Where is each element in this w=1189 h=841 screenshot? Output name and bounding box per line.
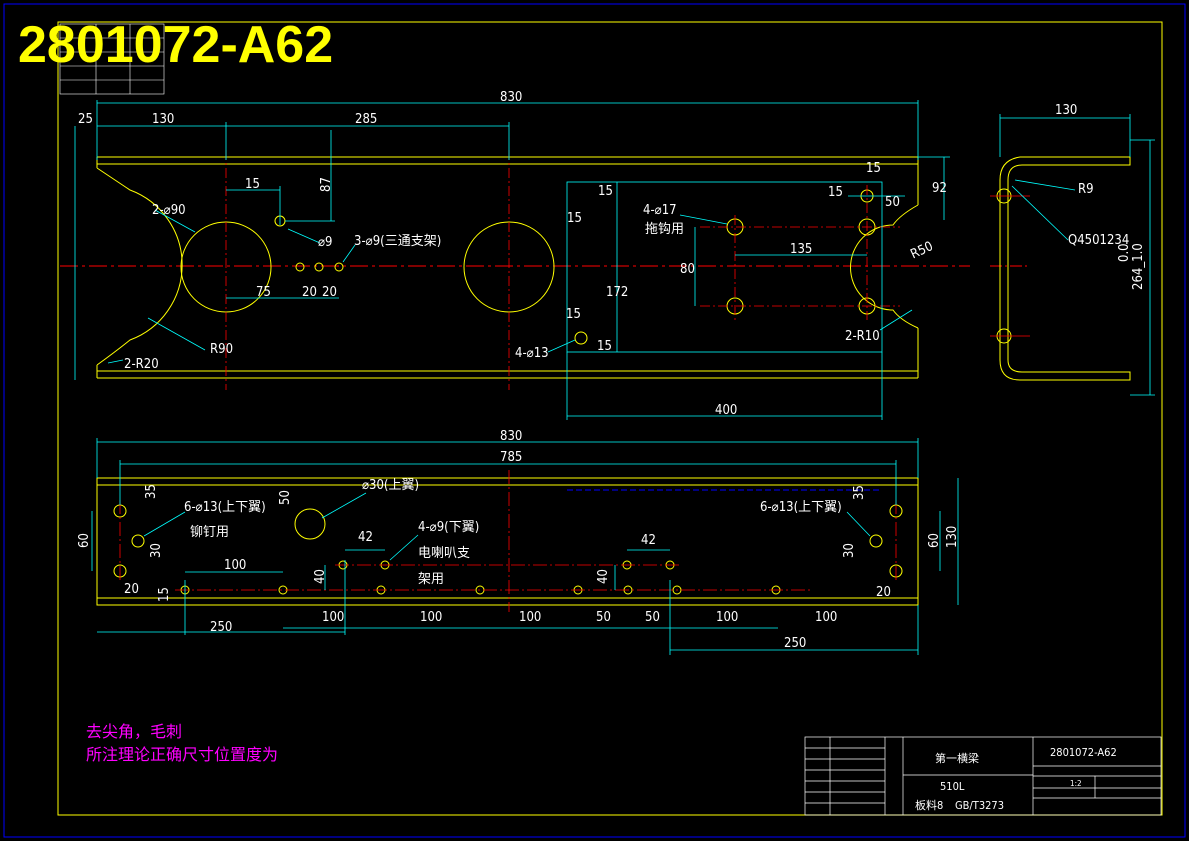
dim-bottom-20a: 20	[124, 582, 139, 597]
dim-bottom-100a: 100	[224, 558, 246, 573]
dim-top-172: 172	[606, 285, 628, 300]
dim-top-15c: 15	[567, 211, 582, 226]
label-r10: 2-R10	[845, 329, 880, 344]
side-view: 130 R9 Q4501234 264_1.0 0.0	[990, 103, 1155, 396]
dim-bottom-130: 130	[945, 526, 960, 548]
dim-top-92: 92	[932, 181, 947, 196]
dim-top-400: 400	[715, 403, 737, 418]
dim-bottom-15: 15	[157, 587, 172, 602]
title-material: 板料8	[915, 798, 943, 812]
label-holes17: 4-⌀17	[643, 203, 677, 218]
outer-frame	[3, 3, 1186, 838]
dim-bottom-60b: 60	[927, 533, 942, 548]
dim-bottom-42b: 42	[641, 533, 656, 548]
label-r50: R50	[908, 239, 935, 262]
dim-bottom-250a: 250	[210, 620, 232, 635]
label-bottom-h30: ⌀30(上翼)	[362, 478, 419, 493]
label-side-r9: R9	[1078, 182, 1094, 197]
label-bottom-horn1: 电喇叭支	[418, 546, 470, 561]
dim-bottom-830: 830	[500, 429, 522, 444]
top-view: 830 25 130 285 15 87 75 20 20 15 15 15 1…	[60, 90, 970, 420]
dim-top-130: 130	[152, 112, 174, 127]
label-hole9: ⌀9	[318, 235, 332, 250]
label-big-holes: 2-⌀90	[152, 203, 186, 218]
note-line-2: 所注理论正确尺寸位置度为	[86, 745, 278, 764]
dim-bottom-35a: 35	[144, 484, 159, 499]
dim-bottom-b50-1: 50	[596, 610, 611, 625]
label-tow-use: 拖钩用	[645, 222, 684, 237]
label-bottom-horn2: 架用	[418, 572, 444, 587]
title-part-name: 第一横梁	[935, 751, 979, 765]
dim-bottom-35b: 35	[852, 485, 867, 500]
dim-bottom-785: 785	[500, 450, 522, 465]
dim-top-15d: 15	[566, 307, 581, 322]
label-bottom-rivet: 铆钉用	[190, 525, 229, 540]
notes: 去尖角，毛刺 所注理论正确尺寸位置度为	[86, 722, 278, 764]
dim-bottom-b100-1: 100	[322, 610, 344, 625]
label-bottom-h13-right: 6-⌀13(上下翼)	[760, 500, 842, 515]
dim-top-80: 80	[680, 262, 695, 277]
note-line-1: 去尖角，毛刺	[86, 722, 182, 741]
dim-bottom-b100-4: 100	[716, 610, 738, 625]
dim-side-130: 130	[1055, 103, 1077, 118]
dim-top-135: 135	[790, 242, 812, 257]
dim-bottom-b100-2: 100	[420, 610, 442, 625]
drawing-number-title: 2801072-A62	[18, 16, 333, 74]
dim-top-20b: 20	[322, 285, 337, 300]
title-quantity: 510L	[940, 780, 965, 793]
dim-side-tol: 0.0	[1117, 243, 1132, 262]
dim-top-15f: 15	[866, 161, 881, 176]
top-dimensions	[74, 100, 950, 420]
label-bottom-h9: 4-⌀9(下翼)	[418, 520, 479, 535]
label-holes13: 4-⌀13	[515, 346, 549, 361]
dim-bottom-50: 50	[278, 490, 293, 505]
dim-bottom-b100-3: 100	[519, 610, 541, 625]
dim-bottom-250b: 250	[784, 636, 806, 651]
top-outline	[96, 156, 919, 379]
dim-top-20a: 20	[302, 285, 317, 300]
label-bottom-h13-left: 6-⌀13(上下翼)	[184, 500, 266, 515]
dim-top-75: 75	[256, 285, 271, 300]
dim-bottom-30b: 30	[842, 543, 857, 558]
revision-table	[59, 23, 165, 95]
dim-bottom-b100-5: 100	[815, 610, 837, 625]
dim-top-15a: 15	[245, 177, 260, 192]
title-standard: GB/T3273	[955, 799, 1004, 812]
dim-side-264: 264_1.0	[1131, 243, 1146, 290]
bottom-view: 830 785 35 50 35 42 42 60 60 130 30 30 2…	[77, 429, 960, 655]
dim-top-15b: 15	[598, 184, 613, 199]
dim-top-87: 87	[319, 177, 334, 192]
label-side-spec: Q4501234	[1068, 233, 1129, 248]
title-block: 第一横梁 2801072-A62 510L 板料8 GB/T3273 1:2	[804, 736, 1162, 816]
title-scale: 1:2	[1070, 779, 1082, 788]
dim-top-50: 50	[885, 195, 900, 210]
label-holes3: 3-⌀9(三通支架)	[354, 234, 441, 249]
inner-frame	[57, 21, 1163, 816]
dim-top-15g: 15	[828, 185, 843, 200]
dim-top-830: 830	[500, 90, 522, 105]
dim-top-285: 285	[355, 112, 377, 127]
dim-bottom-42a: 42	[358, 530, 373, 545]
top-center-marks	[225, 150, 900, 390]
title-drawing-number: 2801072-A62	[1050, 746, 1117, 759]
dim-bottom-30a: 30	[149, 543, 164, 558]
label-r90: R90	[210, 342, 233, 357]
dim-top-25: 25	[78, 112, 93, 127]
dim-bottom-20b: 20	[876, 585, 891, 600]
dim-bottom-40b: 40	[596, 569, 611, 584]
dim-top-15e: 15	[597, 339, 612, 354]
dim-bottom-60a: 60	[77, 533, 92, 548]
dim-bottom-40a: 40	[313, 569, 328, 584]
label-r20: 2-R20	[124, 357, 159, 372]
dim-bottom-b50-2: 50	[645, 610, 660, 625]
